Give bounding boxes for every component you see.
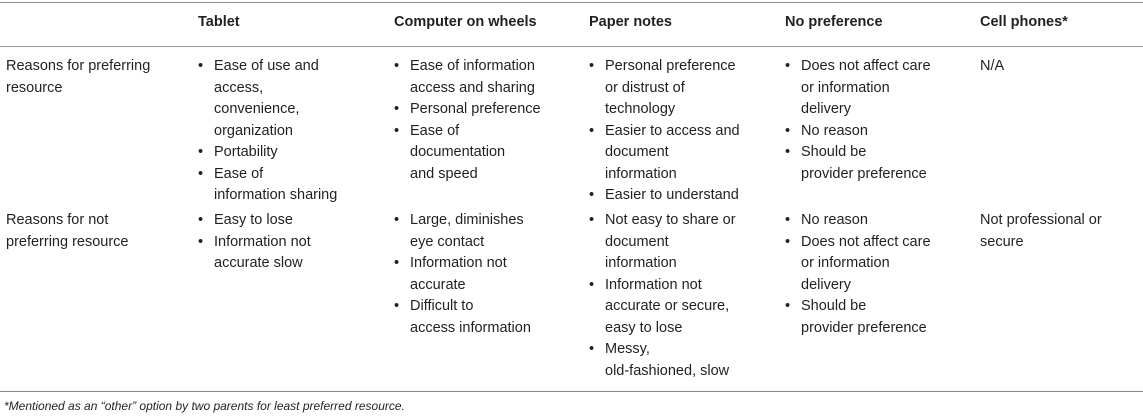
list-item: Does not affect care or information deli… bbox=[785, 232, 955, 297]
list-item: Easier to understand bbox=[589, 185, 764, 207]
list-item: Does not affect care or information deli… bbox=[785, 56, 955, 121]
column-header-no-preference: No preference bbox=[785, 14, 883, 30]
header-separator-rule bbox=[0, 46, 1143, 47]
list-item: Messy, old-fashioned, slow bbox=[589, 339, 764, 382]
column-header-cell-phones: Cell phones* bbox=[980, 14, 1068, 30]
cell-list-paper-preferring: Personal preference or distrust of techn… bbox=[589, 56, 764, 207]
list-item: Ease of use and access, convenience, org… bbox=[198, 56, 363, 142]
list-item: No reason bbox=[785, 210, 955, 232]
list-item: Large, diminishes eye contact bbox=[394, 210, 569, 253]
list-item: Easy to lose bbox=[198, 210, 363, 232]
cell-list-nopref-preferring: Does not affect care or information deli… bbox=[785, 56, 955, 185]
list-item: Personal preference bbox=[394, 99, 569, 121]
list-item: Should be provider preference bbox=[785, 142, 955, 185]
cell-cellphones-preferring: N/A bbox=[980, 58, 1005, 74]
cell-list-nopref-not-preferring: No reason Does not affect care or inform… bbox=[785, 210, 955, 339]
list-item: Information not accurate slow bbox=[198, 232, 363, 275]
list-item: Should be provider preference bbox=[785, 296, 955, 339]
list-item: Portability bbox=[198, 142, 363, 164]
list-item: Ease of information access and sharing bbox=[394, 56, 569, 99]
cell-list-paper-not-preferring: Not easy to share or document informatio… bbox=[589, 210, 764, 382]
list-item: Not easy to share or document informatio… bbox=[589, 210, 764, 275]
list-item: No reason bbox=[785, 121, 955, 143]
list-item: Difficult to access information bbox=[394, 296, 569, 339]
list-item: Information not accurate bbox=[394, 253, 569, 296]
cell-cellphones-not-preferring: Not professional or secure bbox=[980, 212, 1102, 250]
list-item: Easier to access and document informatio… bbox=[589, 121, 764, 186]
table-bottom-rule bbox=[0, 391, 1143, 392]
table-top-rule bbox=[0, 2, 1143, 3]
list-item: Information not accurate or secure, easy… bbox=[589, 275, 764, 340]
cell-list-cow-not-preferring: Large, diminishes eye contact Informatio… bbox=[394, 210, 569, 339]
cell-list-tablet-preferring: Ease of use and access, convenience, org… bbox=[198, 56, 363, 207]
column-header-paper-notes: Paper notes bbox=[589, 14, 672, 30]
list-item: Personal preference or distrust of techn… bbox=[589, 56, 764, 121]
row-label-preferring: Reasons for preferring resource bbox=[6, 58, 151, 96]
cell-list-tablet-not-preferring: Easy to lose Information not accurate sl… bbox=[198, 210, 363, 275]
list-item: Ease of documentation and speed bbox=[394, 121, 569, 186]
list-item: Ease of information sharing bbox=[198, 164, 363, 207]
row-label-not-preferring: Reasons for not preferring resource bbox=[6, 212, 129, 250]
table-footnote: *Mentioned as an “other” option by two p… bbox=[4, 399, 405, 413]
column-header-tablet: Tablet bbox=[198, 14, 240, 30]
cell-list-cow-preferring: Ease of information access and sharing P… bbox=[394, 56, 569, 185]
column-header-computer-on-wheels: Computer on wheels bbox=[394, 14, 537, 30]
